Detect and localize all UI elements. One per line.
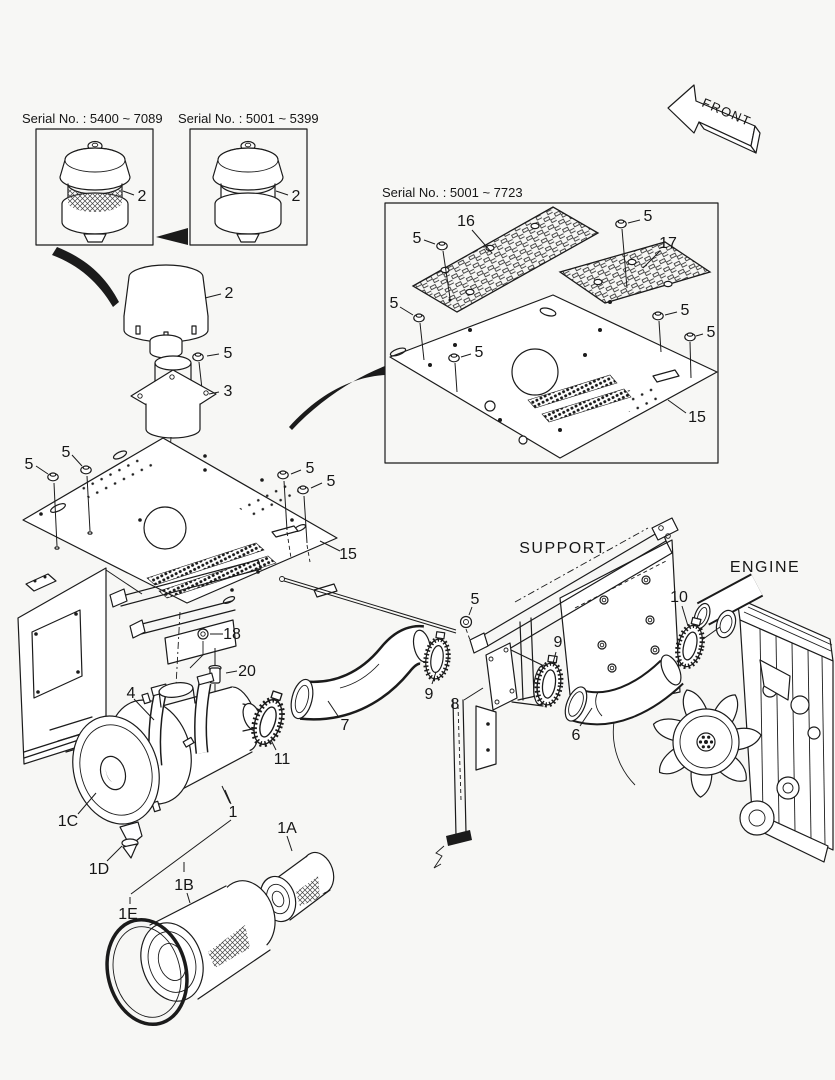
callout-5-plate-4: 5 <box>327 473 336 490</box>
outer-element-1B <box>140 880 276 1002</box>
support-holes <box>597 575 660 673</box>
engine-clamp-10 <box>674 605 708 669</box>
engine-fan <box>649 685 762 800</box>
inset-cap-new: Serial No. : 5400 ~ 7089 2 <box>22 111 163 246</box>
filter-family-lines <box>129 789 293 904</box>
callout-2-inset-old: 2 <box>292 188 301 205</box>
callout-5-cap: 5 <box>224 345 233 362</box>
inset-plate-box: Serial No. : 5001 ~ 7723 <box>382 185 719 464</box>
callout-5-support: 5 <box>471 591 480 608</box>
underplate-brackets <box>25 559 457 687</box>
callout-2-inset-new: 2 <box>138 188 147 205</box>
callout-9-left: 9 <box>425 686 434 703</box>
callout-5-inset-6: 5 <box>707 324 716 341</box>
inlet-flange <box>130 355 220 523</box>
callout-18: 18 <box>223 626 241 643</box>
cap-bolt <box>192 352 220 390</box>
elbow-hose-7 <box>290 624 432 721</box>
callout-1A: 1A <box>277 820 297 837</box>
front-direction-arrow: FRONT <box>667 84 761 154</box>
outlet-clamp-11 <box>249 689 290 750</box>
callout-5-plate-3: 5 <box>306 460 315 477</box>
callout-3: 3 <box>224 383 233 400</box>
callout-1C: 1C <box>58 813 78 830</box>
air-cleaner-assembly <box>72 672 262 859</box>
callout-5-inset-4: 5 <box>475 344 484 361</box>
callout-2-main: 2 <box>225 285 234 302</box>
inset-cap-new-title: Serial No. : 5400 ~ 7089 <box>22 111 163 126</box>
inset-tread-plate-16 <box>411 206 600 313</box>
inset-cap-old-title: Serial No. : 5001 ~ 5399 <box>178 111 319 126</box>
callout-1D: 1D <box>89 861 109 878</box>
intake-hose-6 <box>564 654 684 727</box>
inset-plate-title: Serial No. : 5001 ~ 7723 <box>382 185 523 200</box>
callout-20: 20 <box>238 663 256 680</box>
callout-5-plate-1: 5 <box>25 456 34 473</box>
callout-5-inset-3: 5 <box>390 295 399 312</box>
callout-1E: 1E <box>118 906 138 923</box>
nut-18 <box>189 628 223 669</box>
callout-4: 4 <box>127 685 136 702</box>
support-label: SUPPORT <box>519 540 607 557</box>
inner-element-1A <box>259 851 335 923</box>
callout-15-inset: 15 <box>688 409 706 426</box>
mesh-band <box>68 184 122 212</box>
callout-16: 16 <box>457 213 475 230</box>
callout-5-plate-2: 5 <box>62 444 71 461</box>
inset-leader-lines <box>399 219 704 414</box>
reference-arrows <box>52 228 385 430</box>
callout-5-inset-5: 5 <box>681 302 690 319</box>
side-panel <box>17 567 127 765</box>
callout-17: 17 <box>659 235 677 252</box>
callout-10: 10 <box>670 589 688 606</box>
engine-block <box>736 597 834 863</box>
main-cap <box>123 264 222 359</box>
callout-6: 6 <box>572 727 581 744</box>
seal-ring-1E <box>105 917 189 1027</box>
hose-clamp-9-right <box>535 652 565 706</box>
support-nut-5 <box>459 606 473 641</box>
callout-15-main: 15 <box>339 546 357 563</box>
inset-cap-old: Serial No. : 5001 ~ 5399 2 <box>178 111 319 246</box>
engine-label: ENGINE <box>730 559 800 576</box>
plate-bolts <box>35 454 323 563</box>
inset-bolts <box>413 219 696 393</box>
callout-7: 7 <box>341 717 350 734</box>
callout-11: 11 <box>274 751 291 768</box>
inset-base-plate <box>389 294 718 459</box>
air-cleaner-leaders <box>77 698 231 862</box>
engine <box>612 573 834 863</box>
callout-1: 1 <box>229 804 238 821</box>
callout-9-right: 9 <box>554 634 563 651</box>
inset-tread-plate-17 <box>558 241 712 304</box>
callout-5-inset-2: 5 <box>644 208 653 225</box>
callout-1B: 1B <box>174 877 194 894</box>
callout-8: 8 <box>451 696 460 713</box>
callout-5-inset-1: 5 <box>413 230 422 247</box>
hose-clamp-9-left <box>423 631 451 685</box>
